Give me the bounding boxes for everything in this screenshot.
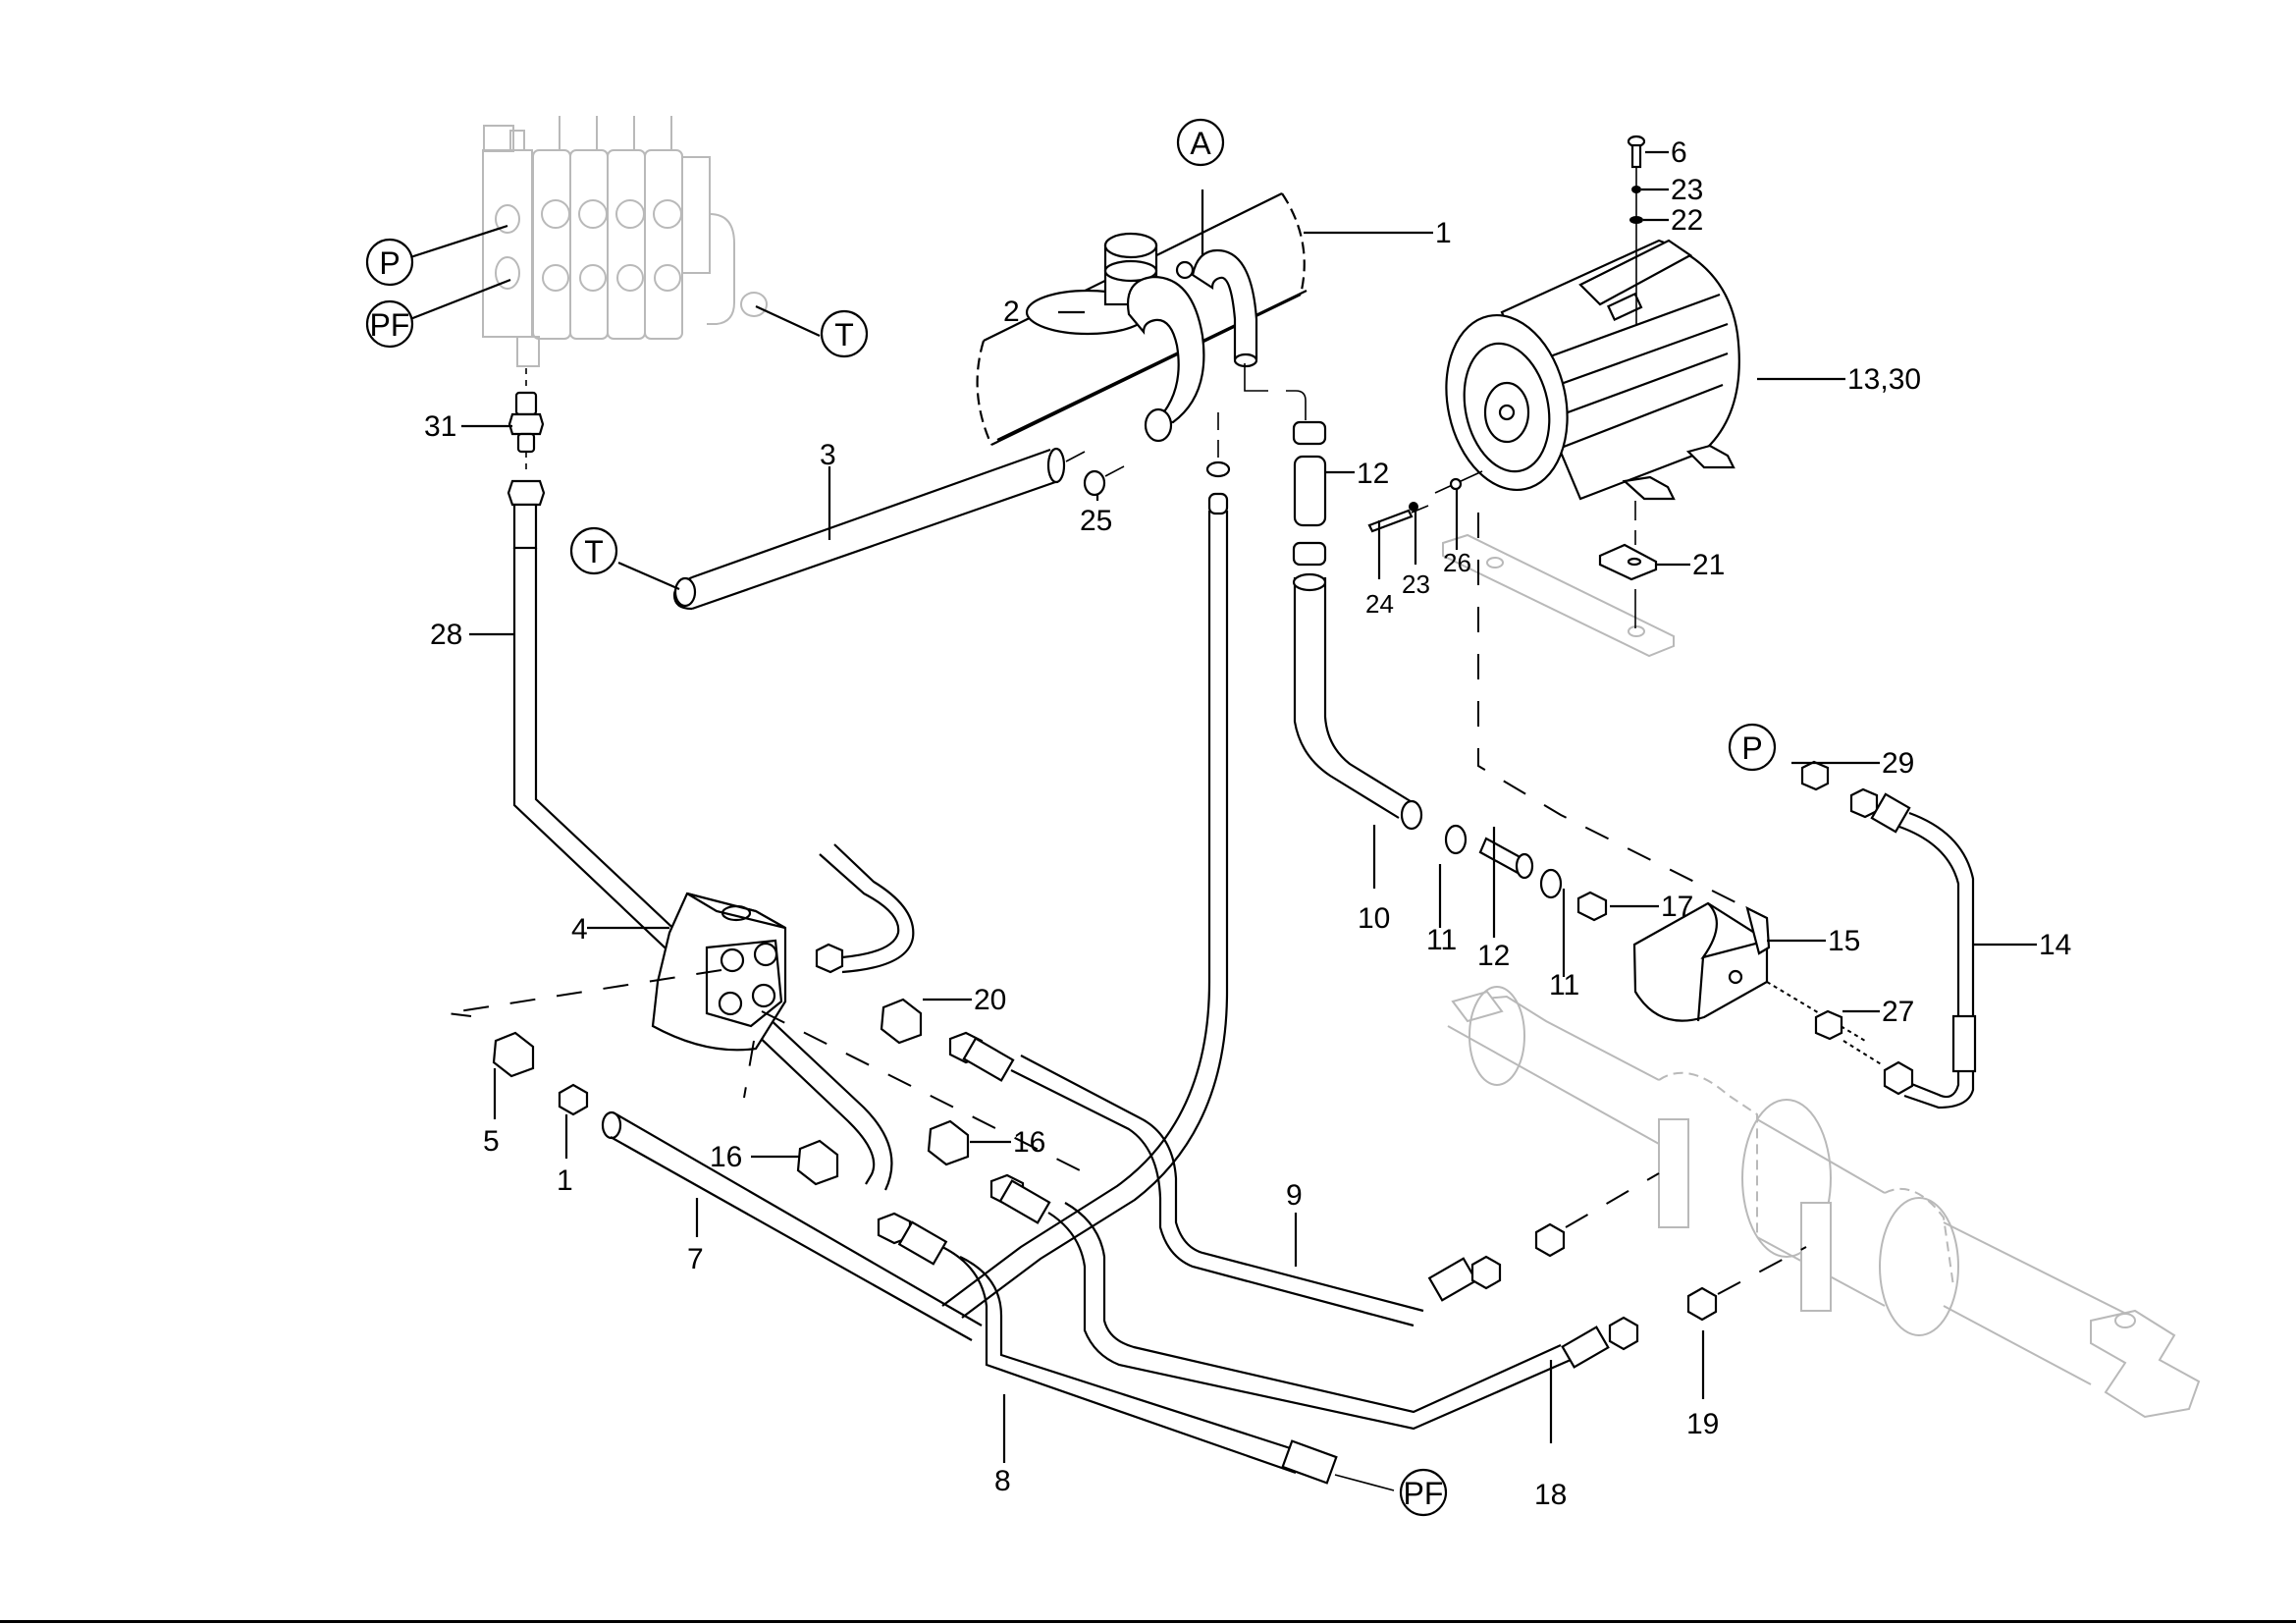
callout-14: 14 [2039,929,2071,961]
port-marker-PF-valve: PF [365,299,414,349]
callout-16a: 16 [710,1141,742,1173]
fitting-31 [507,368,545,469]
port-marker-PF-hose8: PF [1399,1468,1448,1517]
callout-3: 3 [820,439,836,471]
callout-21: 21 [1692,549,1725,581]
pressure-hose-14 [1766,760,1977,1110]
callout-22: 22 [1671,204,1703,237]
port-marker-text: P [1741,731,1762,766]
steering-cylinder [1447,986,2201,1419]
mount-hardware [1367,470,1758,914]
port-marker-text: P [379,245,400,281]
callout-10: 10 [1358,902,1390,935]
callout-9: 9 [1286,1179,1303,1212]
port-marker-P-valve: P [365,238,414,287]
pump-15 [1632,901,1771,1022]
fittings-left [492,998,1081,1245]
port-marker-T-hose3: T [569,526,618,575]
callout-24: 24 [1365,589,1394,619]
hose-18 [998,1179,1807,1431]
callout-1-tank: 1 [1435,217,1452,249]
hose-8 [897,1220,1395,1491]
callout-13-30: 13,30 [1847,363,1921,396]
callout-25: 25 [1080,505,1112,537]
steering-unit-4 [446,843,915,1052]
callout-27: 27 [1882,996,1914,1028]
callout-28: 28 [430,619,462,651]
port-marker-text: PF [1404,1476,1444,1511]
callout-5: 5 [483,1125,500,1158]
return-hose-3 [672,447,1125,611]
control-valve-block [482,116,768,367]
callout-18: 18 [1534,1479,1567,1511]
callout-20: 20 [974,984,1006,1016]
port-marker-T-valve: T [820,309,869,358]
callout-2: 2 [1003,296,1020,328]
port-marker-A-tank: A [1176,118,1225,167]
page-bottom-rule [0,1620,2296,1623]
port-marker-P-hose14: P [1728,723,1777,772]
leader-lines [403,150,2037,1463]
callout-11a: 11 [1426,924,1457,956]
port-marker-text: T [834,317,854,352]
callout-15: 15 [1828,925,1860,957]
callout-19: 19 [1686,1408,1719,1440]
electric-motor [1445,239,1740,520]
callout-23b: 23 [1402,569,1430,599]
port-marker-text: A [1190,126,1211,161]
hose-9 [962,1037,1660,1327]
callout-11b: 11 [1549,969,1579,1001]
callout-4: 4 [571,913,588,946]
callout-1-seal: 1 [557,1164,573,1197]
callout-12b: 12 [1477,940,1510,972]
callout-26: 26 [1443,548,1471,577]
callout-31: 31 [424,410,456,443]
callout-29: 29 [1882,747,1914,780]
callout-labels: 1 2 3 4 5 1 6 7 8 9 10 11 11 12 12 13,30… [424,136,2071,1511]
callout-17: 17 [1661,891,1693,923]
callout-6: 6 [1671,136,1687,169]
callout-16b: 16 [1013,1126,1045,1159]
hose-7 [601,1110,983,1341]
callout-23a: 23 [1671,174,1703,206]
suction-line [1244,363,1608,922]
motor-hardware [1627,135,1646,324]
port-marker-text: PF [370,307,410,343]
hose-28 [507,479,893,1191]
hydraulic-tank [976,189,1308,446]
callout-7: 7 [687,1243,704,1275]
port-marker-text: T [584,534,604,569]
supply-hose [941,412,1231,1319]
callout-12a: 12 [1357,458,1389,490]
callout-8: 8 [994,1465,1011,1497]
